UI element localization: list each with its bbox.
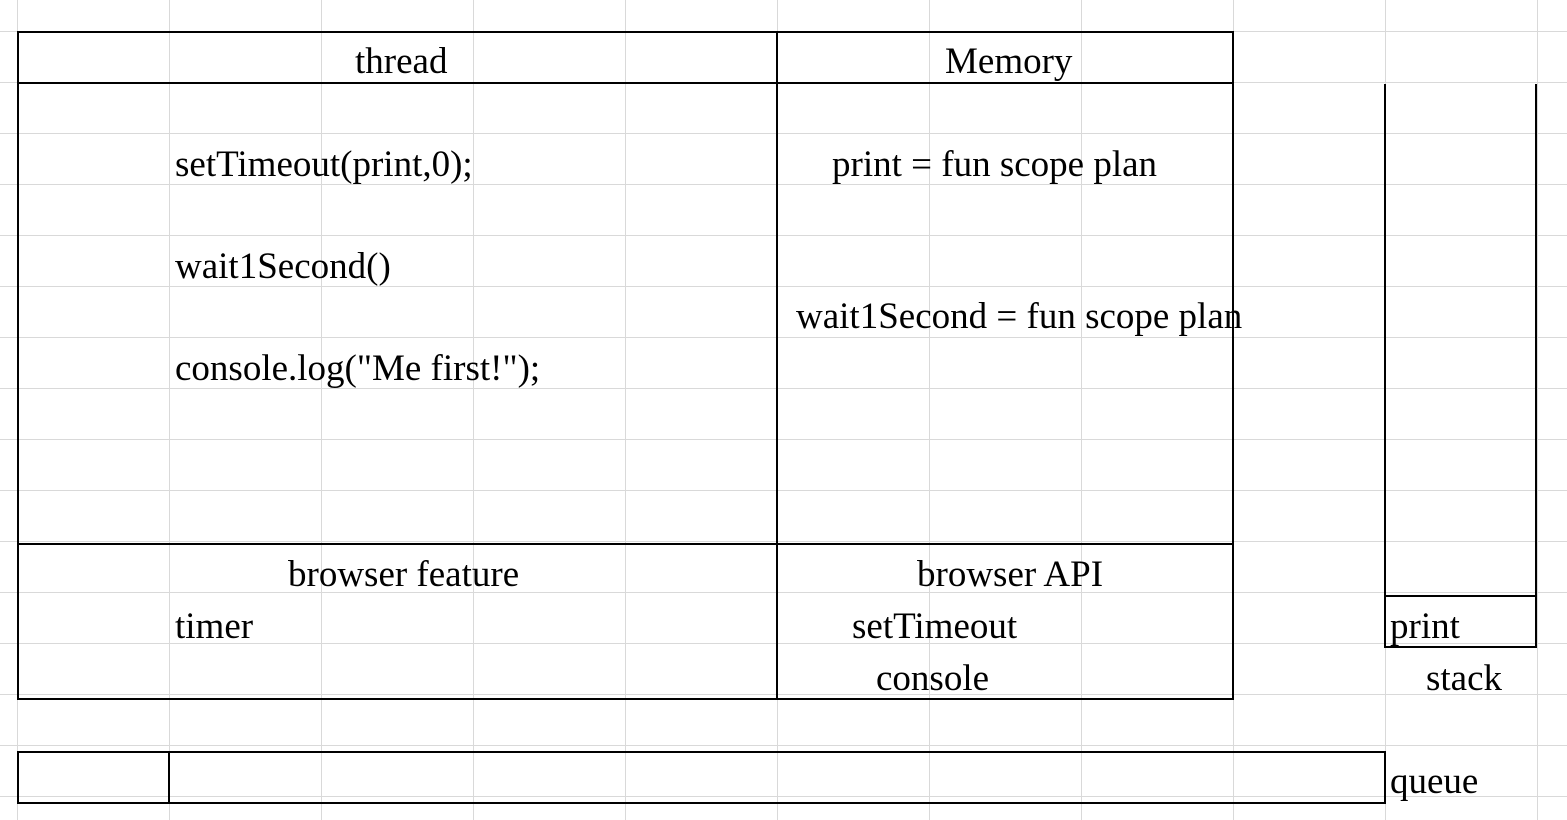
queue-top-border <box>17 751 1386 753</box>
queue-first-cell-divider <box>168 751 170 804</box>
main-box-bottom-border <box>17 698 1234 700</box>
stack-bottom-border <box>1384 646 1537 648</box>
memory-entry-wait1second: wait1Second = fun scope plan <box>796 296 1243 337</box>
thread-line-wait1second: wait1Second() <box>175 246 391 287</box>
browser-api-item-settimeout: setTimeout <box>852 606 1018 647</box>
header-row-divider <box>17 82 1234 84</box>
stack-item-print: print <box>1390 606 1460 647</box>
browser-api-item-console: console <box>876 658 990 699</box>
thread-header: thread <box>355 41 448 82</box>
queue-label: queue <box>1390 761 1479 802</box>
main-box-right-border <box>1232 31 1234 700</box>
stack-left-border <box>1384 84 1386 648</box>
queue-bottom-border <box>17 802 1386 804</box>
browser-feature-item-timer: timer <box>175 606 254 647</box>
thread-line-settimeout: setTimeout(print,0); <box>175 144 473 185</box>
browser-api-header: browser API <box>917 554 1104 595</box>
browser-section-divider <box>17 543 1234 545</box>
stack-item-top-border <box>1384 595 1537 597</box>
memory-header: Memory <box>945 41 1073 82</box>
browser-feature-header: browser feature <box>288 554 520 595</box>
main-box-top-border <box>17 31 1234 33</box>
stack-right-border <box>1535 84 1537 648</box>
thread-line-console-log: console.log("Me first!"); <box>175 348 541 389</box>
main-box-left-border <box>17 31 19 700</box>
stack-label: stack <box>1426 658 1503 699</box>
queue-left-border <box>17 751 19 804</box>
queue-right-border <box>1384 751 1386 804</box>
memory-entry-print: print = fun scope plan <box>832 144 1158 185</box>
column-divider <box>776 31 778 700</box>
